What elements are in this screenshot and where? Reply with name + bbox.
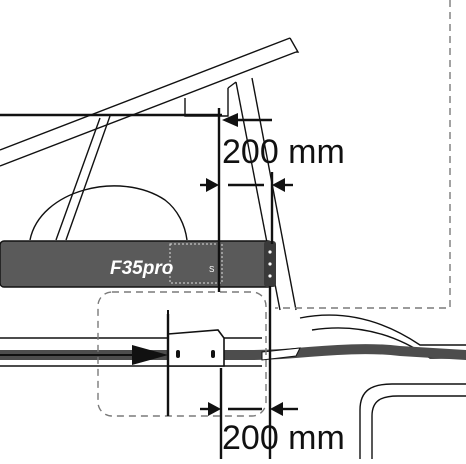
bottom-dimension-label: 200 mm [222,419,345,457]
svg-text:S: S [209,265,214,274]
slide-direction-arrow [0,345,168,365]
awning-case: F35pro S [0,240,276,288]
dashed-guides [97,0,451,417]
bottom-dimension [166,286,298,459]
roof-rail [0,344,466,361]
product-name-label: F35pro [110,258,173,279]
top-dimension [0,108,293,292]
top-dimension-label: 200 mm [222,133,345,171]
mounting-bracket [167,310,225,367]
